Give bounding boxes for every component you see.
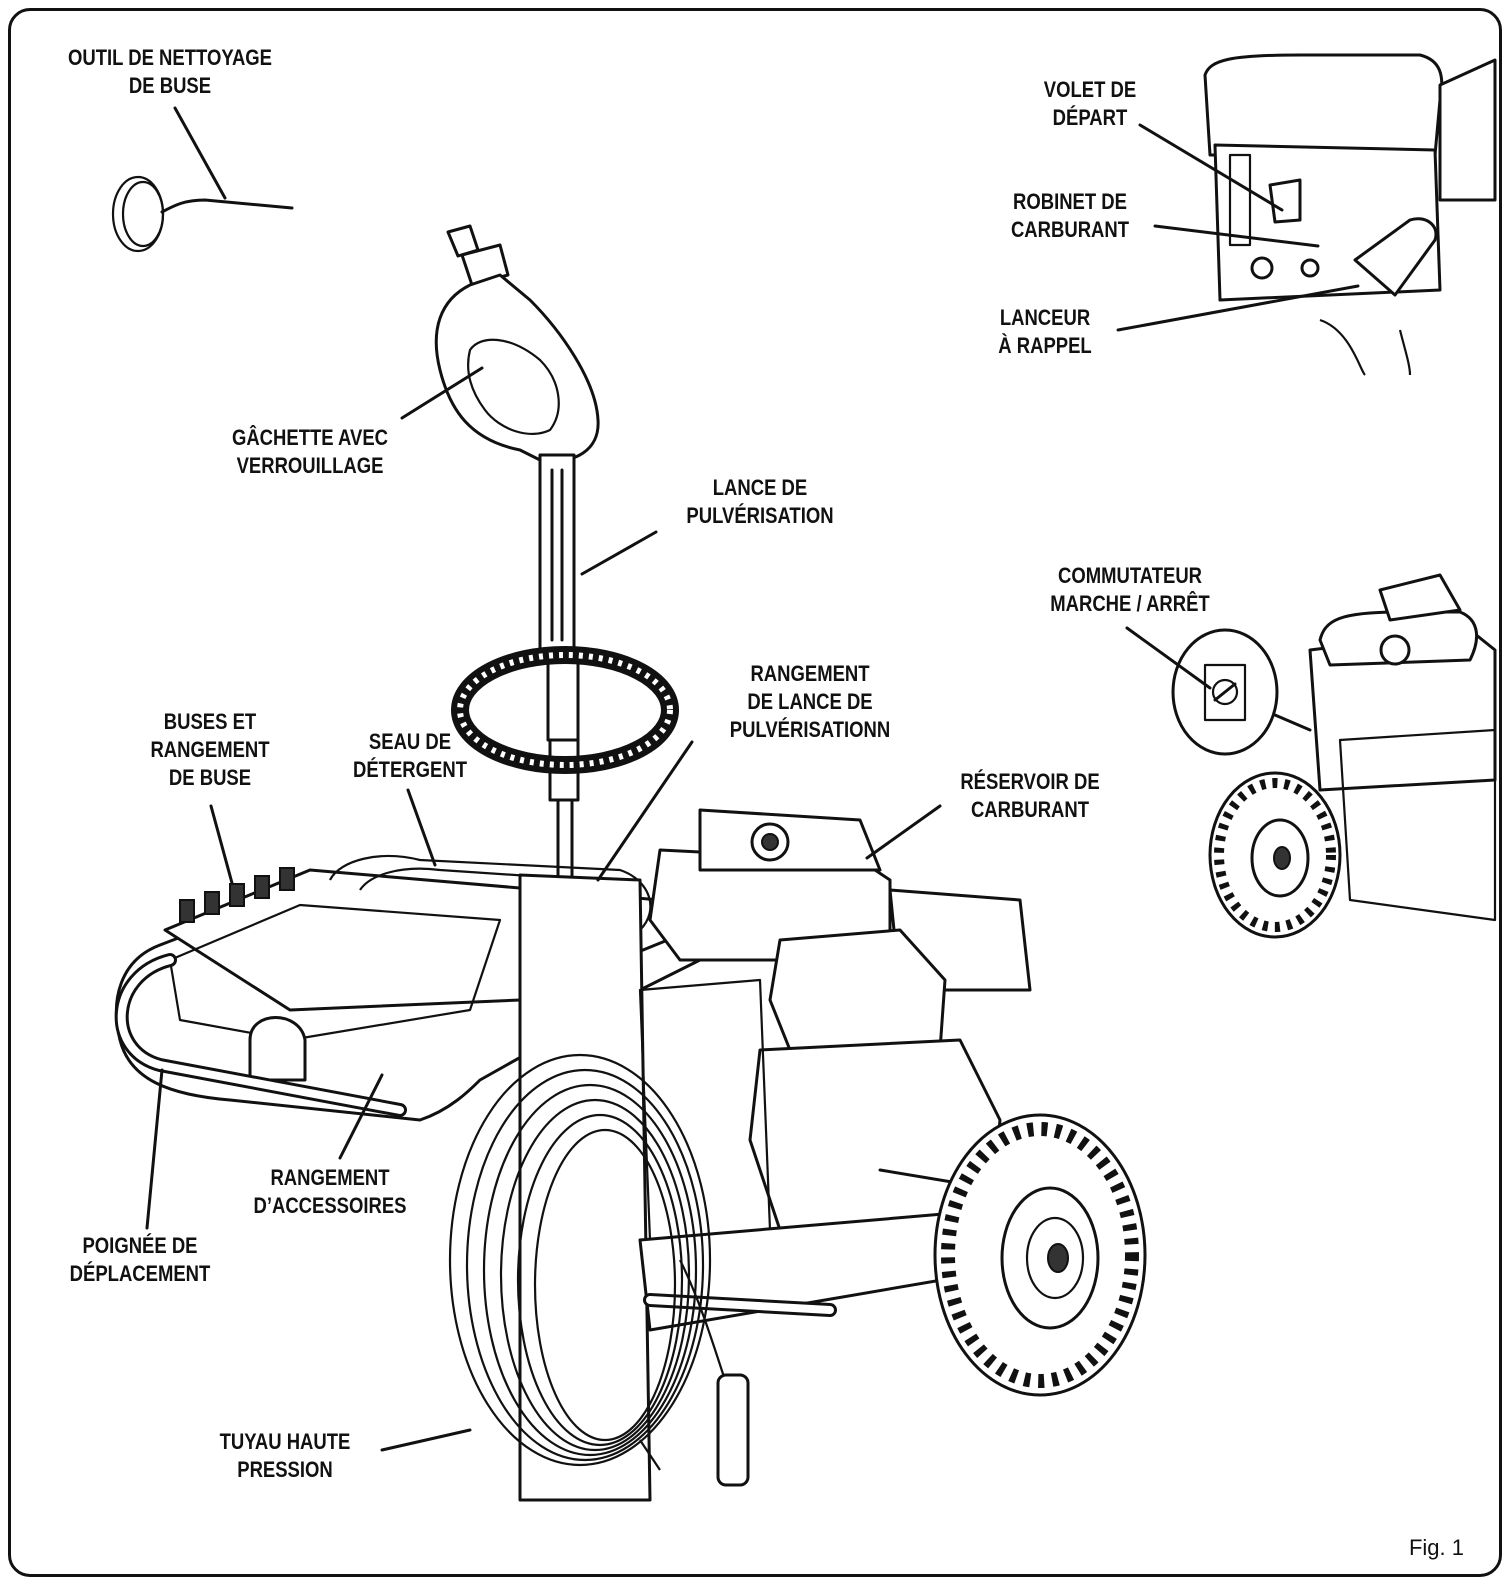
wheel — [933, 1113, 1147, 1397]
high-pressure-hose — [448, 1053, 750, 1487]
push-handle — [114, 953, 837, 1317]
nozzle-set — [179, 867, 295, 923]
engine-detail-inset — [1203, 53, 1497, 376]
leader-lines — [145, 106, 1360, 1452]
on-off-switch-inset — [1171, 628, 1312, 756]
cart-body — [114, 854, 702, 1502]
coiled-hose-ring — [451, 646, 679, 774]
right-partial-machine — [1208, 573, 1497, 939]
spray-gun — [434, 224, 600, 882]
figure-number: Fig. 1 — [1408, 1535, 1464, 1560]
nozzle-cleaning-tool — [111, 175, 294, 253]
